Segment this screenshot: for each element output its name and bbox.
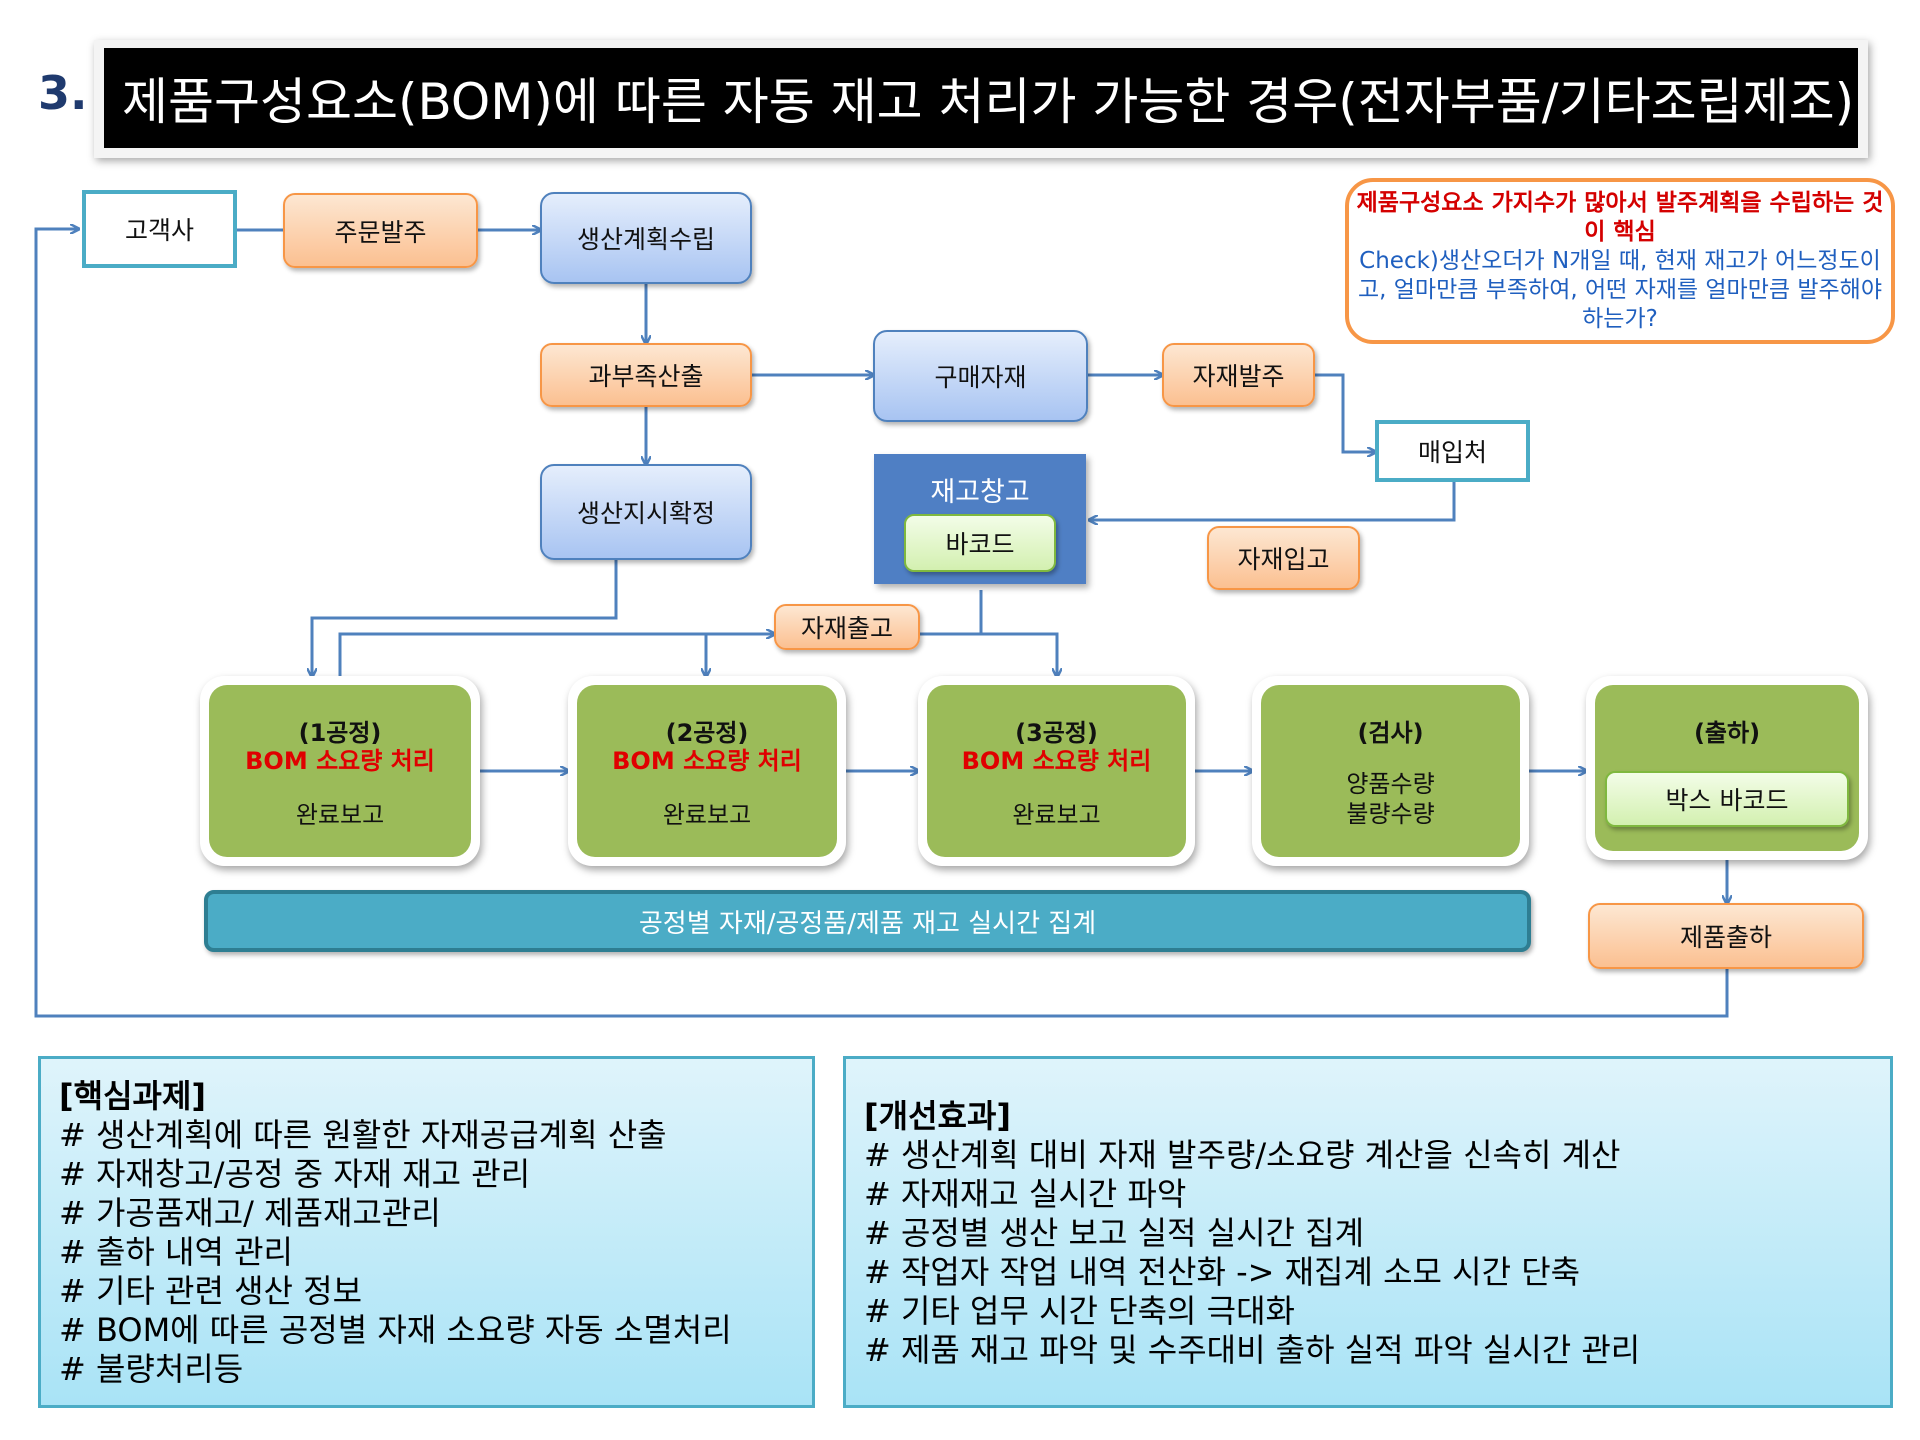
- process-3: (3공정) BOM 소요량 처리 완료보고: [918, 676, 1195, 866]
- inspection-title: (검사): [1357, 719, 1424, 747]
- page-title: 제품구성요소(BOM)에 따른 자동 재고 처리가 가능한 경우(전자부품/기타…: [104, 48, 1858, 148]
- process-inspection: (검사) 양품수량 불량수량: [1252, 676, 1529, 866]
- process-2-report: 완료보고: [662, 801, 752, 829]
- core-task-item: # 불량처리등: [59, 1350, 244, 1388]
- process-1-title: (1공정): [298, 719, 382, 747]
- process-shipping: (출하) 박스 바코드: [1586, 676, 1868, 860]
- title-bar: 제품구성요소(BOM)에 따른 자동 재고 처리가 가능한 경우(전자부품/기타…: [94, 40, 1868, 158]
- customer-box: 고객사: [82, 190, 237, 268]
- effect-item: # 작업자 작업 내역 전산화 -> 재집계 소모 시간 단축: [864, 1253, 1581, 1291]
- material-order-box: 자재발주: [1162, 343, 1315, 407]
- production-confirm-box: 생산지시확정: [540, 464, 752, 560]
- effects-heading: [개선효과]: [864, 1097, 1012, 1135]
- process-1-bom: BOM 소요량 처리: [245, 747, 435, 775]
- arrow-supplier-warehouse: [1090, 482, 1456, 520]
- process-1-report: 완료보고: [295, 801, 385, 829]
- core-task-item: # BOM에 따른 공정별 자재 소요량 자동 소멸처리: [59, 1311, 732, 1349]
- core-task-item: # 기타 관련 생산 정보: [59, 1272, 363, 1310]
- warehouse-title: 재고창고: [930, 477, 1030, 508]
- core-task-item: # 출하 내역 관리: [59, 1233, 293, 1271]
- arrow-issue-process1: [338, 634, 774, 676]
- effects-panel: [개선효과] # 생산계획 대비 자재 발주량/소요량 계산을 신속히 계산 #…: [843, 1056, 1893, 1408]
- effect-item: # 제품 재고 파악 및 수주대비 출하 실적 파악 실시간 관리: [864, 1331, 1641, 1369]
- effect-item: # 생산계획 대비 자재 발주량/소요량 계산을 신속히 계산: [864, 1136, 1621, 1174]
- warehouse-barcode: 바코드: [904, 514, 1056, 572]
- supplier-box: 매입처: [1375, 420, 1530, 482]
- warehouse-box: 재고창고 바코드: [874, 454, 1086, 584]
- core-tasks-heading: [핵심과제]: [59, 1077, 207, 1115]
- note-headline: 제품구성요소 가지수가 많아서 발주계획을 수립하는 것이 핵심: [1356, 190, 1884, 245]
- material-issue-box: 자재출고: [774, 604, 920, 650]
- note-check: Check)생산오더가 N개일 때, 현재 재고가 어느정도이고, 얼마만큼 부…: [1357, 248, 1882, 332]
- purchase-material-box: 구매자재: [873, 330, 1088, 422]
- process-2-title: (2공정): [665, 719, 749, 747]
- process-2: (2공정) BOM 소요량 처리 완료보고: [568, 676, 846, 866]
- arrow-confirm-process1: [312, 560, 618, 676]
- process-3-report: 완료보고: [1012, 801, 1101, 829]
- key-point-note: 제품구성요소 가지수가 많아서 발주계획을 수립하는 것이 핵심 Check)생…: [1345, 178, 1895, 344]
- core-task-item: # 자재창고/공정 중 자재 재고 관리: [59, 1155, 531, 1193]
- shipping-title: (출하): [1693, 719, 1761, 747]
- effect-item: # 공정별 생산 보고 실적 실시간 집계: [864, 1214, 1365, 1252]
- process-1: (1공정) BOM 소요량 처리 완료보고: [200, 676, 480, 866]
- core-task-item: # 가공품재고/ 제품재고관리: [59, 1194, 441, 1232]
- core-task-item: # 생산계획에 따른 원활한 자재공급계획 산출: [59, 1116, 667, 1154]
- section-number: 3.: [38, 66, 88, 120]
- shortage-calc-box: 과부족산출: [540, 343, 752, 407]
- production-plan-box: 생산계획수립: [540, 192, 752, 284]
- inspection-defect-qty: 불량수량: [1346, 800, 1435, 828]
- arrow-return-loop: [34, 229, 1729, 1018]
- box-barcode: 박스 바코드: [1605, 771, 1849, 827]
- effect-item: # 자재재고 실시간 파악: [864, 1175, 1187, 1213]
- inspection-good-qty: 양품수량: [1346, 770, 1435, 798]
- material-receipt-box: 자재입고: [1207, 526, 1360, 590]
- order-box: 주문발주: [283, 193, 478, 268]
- process-3-bom: BOM 소요량 처리: [961, 747, 1152, 775]
- shipment-box: 제품출하: [1588, 903, 1864, 969]
- aggregate-bar: 공정별 자재/공정품/제품 재고 실시간 집계: [204, 890, 1531, 952]
- effect-item: # 기타 업무 시간 단축의 극대화: [864, 1292, 1295, 1330]
- arrow-order-supplier: [1315, 373, 1375, 452]
- arrow-warehouse-process3: [981, 632, 1057, 676]
- arrow-warehouse-issue: [920, 590, 983, 636]
- process-2-bom: BOM 소요량 처리: [612, 747, 802, 775]
- core-tasks-panel: [핵심과제] # 생산계획에 따른 원활한 자재공급계획 산출 # 자재창고/공…: [38, 1056, 815, 1408]
- process-3-title: (3공정): [1015, 719, 1098, 747]
